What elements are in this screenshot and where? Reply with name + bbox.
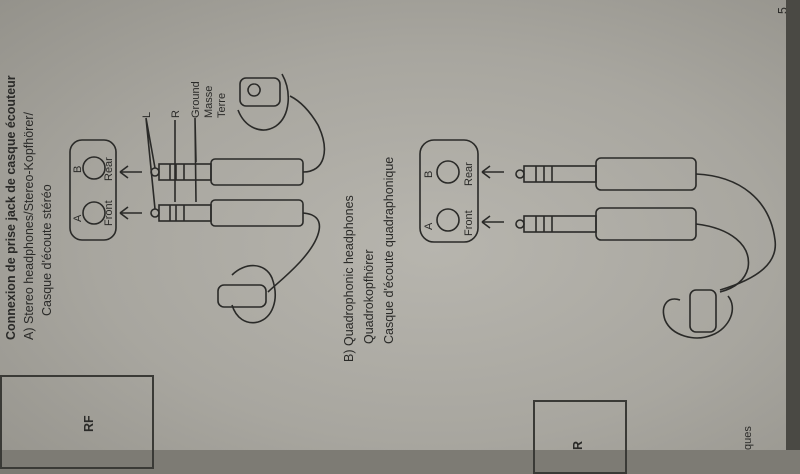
stereo-headphone-diagram: A B Front Rear L R Ground Masse Terre: [69, 73, 326, 324]
jack-b-label-a: A: [423, 222, 435, 230]
jack-b-label-b: B: [423, 171, 435, 178]
quadrophonic-headphone-diagram: A B Front Rear: [419, 139, 777, 339]
plug-label-r: R: [170, 110, 182, 118]
plug-label-ground: Ground: [190, 81, 202, 118]
page-edge-shadow: [786, 0, 800, 450]
plug-label-terre: Terre: [216, 93, 228, 118]
plug-label-masse: Masse: [203, 86, 215, 118]
plug-label-l: L: [141, 112, 153, 118]
jack-a-label-b: B: [72, 166, 84, 173]
jack-b-label-front: Front: [463, 210, 475, 236]
jack-b-label-rear: Rear: [463, 162, 475, 186]
jack-a-label-rear: Rear: [103, 157, 115, 181]
jack-a-label-a: A: [72, 214, 84, 222]
jack-a-label-front: Front: [103, 200, 115, 226]
